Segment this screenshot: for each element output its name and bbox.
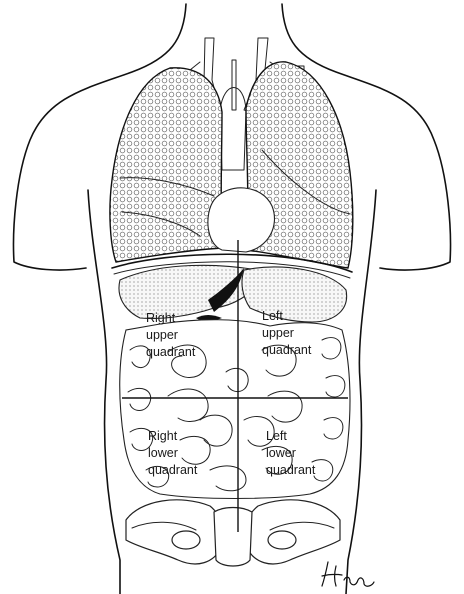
label-line: Right: [146, 311, 176, 325]
label-line: Right: [148, 429, 178, 443]
label-line: quadrant: [146, 345, 196, 359]
heart: [208, 188, 275, 252]
stomach: [242, 267, 347, 322]
label-line: upper: [262, 326, 294, 340]
label-line: quadrant: [266, 463, 316, 477]
label-line: lower: [266, 446, 296, 460]
label-line: Left: [266, 429, 287, 443]
label-line: lower: [148, 446, 178, 460]
label-line: upper: [146, 328, 178, 342]
label-line: Left: [262, 309, 283, 323]
right-lung: [110, 68, 222, 262]
label-line: quadrant: [262, 343, 312, 357]
pelvis: [126, 500, 340, 566]
label-line: quadrant: [148, 463, 198, 477]
